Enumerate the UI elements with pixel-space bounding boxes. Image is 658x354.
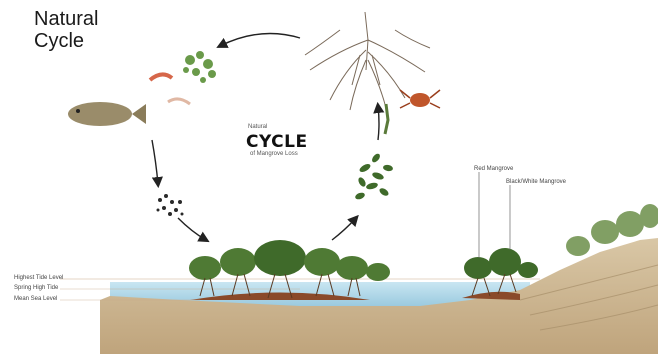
water-level-label-mean: Mean Sea Level: [14, 296, 57, 302]
cycle-kicker: Natural: [248, 124, 267, 130]
cycle-arrow-bottom-right: [332, 218, 356, 240]
water-level-label-highest: Highest Tide Level: [14, 275, 63, 281]
diagram-title: Natural Cycle: [34, 8, 98, 52]
callout-red-mangrove: Red Mangrove: [474, 166, 513, 172]
crab-illustration: [400, 90, 440, 108]
detritus-cluster: [157, 194, 184, 216]
diagram-title-line1: Natural: [34, 8, 98, 30]
cycle-arrow-left-down: [152, 140, 158, 184]
leaf-litter: [354, 152, 393, 200]
right-mangrove-trees: [464, 248, 538, 279]
cycle-arrow-top: [220, 34, 300, 47]
propagule: [385, 104, 388, 134]
shrimp-illustration: [150, 74, 190, 104]
callout-black-white-mangrove: Black/White Mangrove: [506, 179, 566, 185]
mangrove-root-system: [305, 12, 430, 110]
plankton-cluster: [183, 51, 216, 83]
diagram-title-line2: Cycle: [34, 30, 98, 52]
cycle-arrow-right-up: [378, 106, 379, 140]
central-mangrove-trees: [189, 240, 390, 281]
cycle-arrow-bottom-left: [178, 218, 206, 240]
water-level-label-spring: Spring High Tide: [14, 285, 58, 291]
fish-illustration: [68, 102, 146, 126]
cycle-subheading: of Mangrove Loss: [250, 151, 298, 157]
cycle-heading: CYCLE: [246, 132, 308, 152]
